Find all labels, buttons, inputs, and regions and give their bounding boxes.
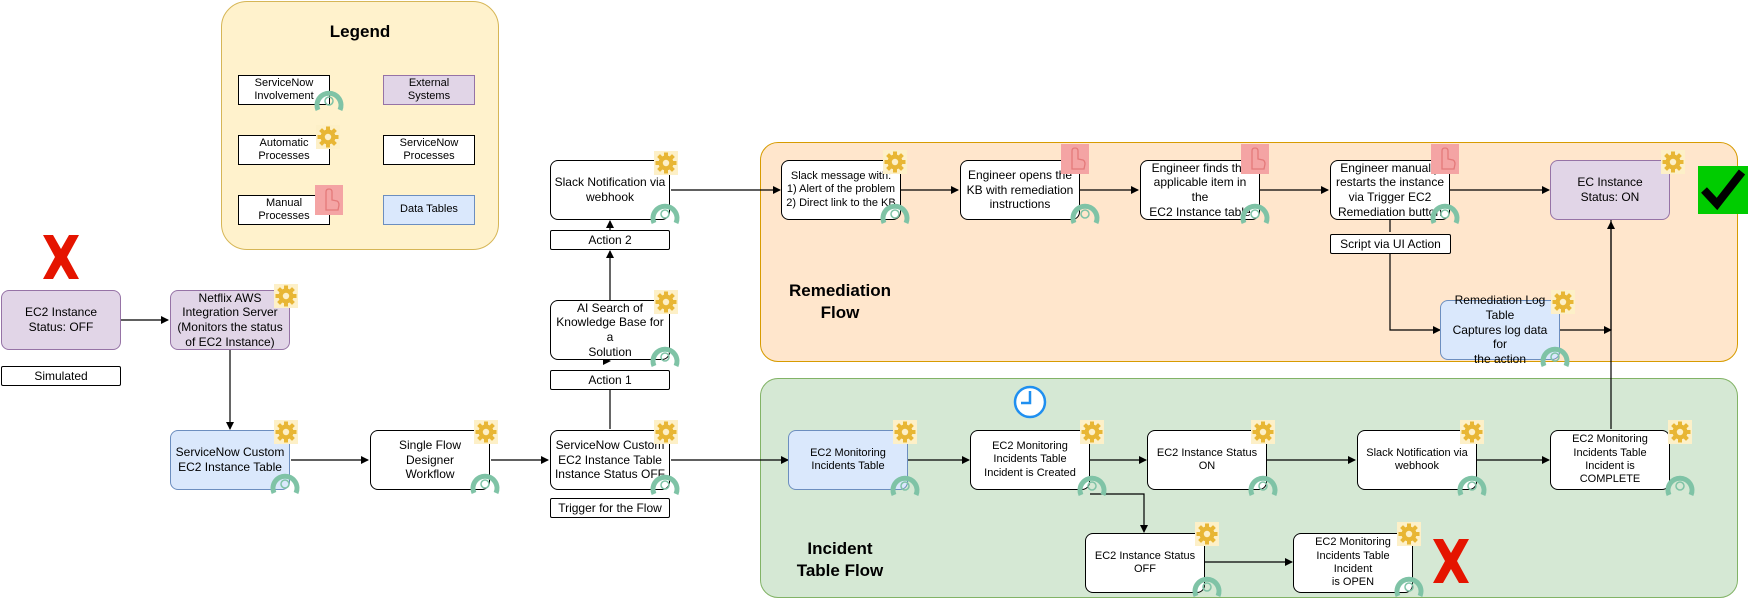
arrow-script-to-remlog [1389,255,1441,334]
node-ec2-monitoring-incidents: EC2 Monitoring Incidents Table [788,430,908,490]
arrow-created-to-statusoff [1090,493,1148,533]
node-ai-search-kb: AI Search of Knowledge Base for a Soluti… [550,300,670,360]
label-trigger-for-flow: Trigger for the Flow [550,498,670,518]
node-slack-message: Slack message with: 1) Alert of the prob… [781,160,901,220]
node-ec-instance-status-on: EC Instance Status: ON [1550,160,1670,220]
node-netflix-aws-integration: Netflix AWS Integration Server (Monitors… [170,290,290,350]
node-engineer-opens-kb: Engineer opens the KB with remediation i… [960,160,1080,220]
legend-external-systems: External Systems [383,75,475,105]
label-script-via-ui-action: Script via UI Action [1330,234,1451,254]
node-engineer-finds-item: Engineer finds the applicable item in th… [1140,160,1260,220]
node-servicenow-table-status-off: ServiceNow Custom EC2 Instance Table Ins… [550,430,670,490]
legend-servicenow-involvement: ServiceNow Involvement [238,75,330,105]
node-single-flow-designer: Single Flow Designer Workflow [370,430,490,490]
label-simulated: Simulated [1,366,121,386]
node-remediation-log-table: Remediation Log Table Captures log data … [1440,293,1560,366]
label-action-1: Action 1 [550,370,670,390]
legend-manual-processes: Manual Processes [238,195,330,225]
node-incident-created: EC2 Monitoring Incidents Table Incident … [970,430,1090,490]
label-action-2: Action 2 [550,230,670,250]
node-slack-notification-top: Slack Notification via webhook [550,160,670,220]
node-incident-open: EC2 Monitoring Incidents Table Incident … [1293,533,1413,593]
node-engineer-restarts: Engineer manually restarts the instance … [1330,160,1450,220]
node-servicenow-custom-table: ServiceNow Custom EC2 Instance Table [170,430,290,490]
legend-data-tables: Data Tables [383,195,475,225]
legend-servicenow-processes: ServiceNow Processes [383,135,475,165]
legend-automatic-processes: Automatic Processes [238,135,330,165]
node-slack-notification-bottom: Slack Notification via webhook [1357,430,1477,490]
remediation-flow-title: Remediation Flow [788,281,892,323]
node-incident-complete: EC2 Monitoring Incidents Table Incident … [1550,430,1670,490]
legend-title: Legend [329,22,391,41]
node-ec2-status-on: EC2 Instance Status ON [1147,430,1267,490]
node-ec2-status-off: EC2 Instance Status: OFF [1,290,121,350]
incident-table-flow-title: Incident Table Flow [796,539,884,581]
node-ec2-status-off-incident: EC2 Instance Status OFF [1085,533,1205,593]
